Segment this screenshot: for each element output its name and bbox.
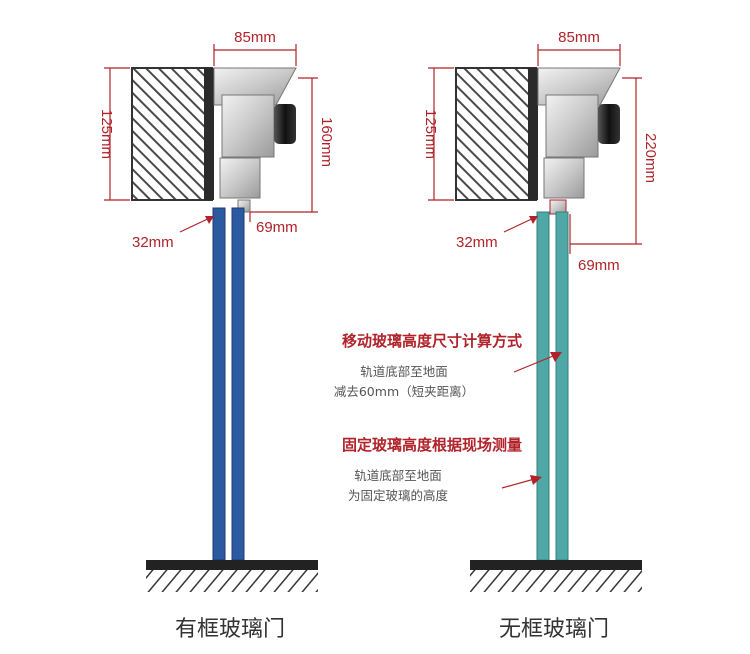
fixed-glass-title: 固定玻璃高度根据现场测量 [342, 436, 522, 454]
right-caption: 无框玻璃门 [499, 617, 609, 642]
right-wall-hatch [455, 67, 537, 201]
fixed-glass-note: 固定玻璃高度根据现场测量 轨道底部至地面 为固定玻璃的高度 [342, 436, 542, 503]
fixed-glass-line2: 为固定玻璃的高度 [348, 488, 449, 503]
moving-glass-note: 移动玻璃高度尺寸计算方式 轨道底部至地面 减去60mm（短夹距离） [334, 332, 562, 399]
left-wall-strip [204, 68, 214, 200]
left-caption: 有框玻璃门 [175, 617, 285, 642]
left-gap-label: 32mm [132, 234, 174, 251]
left-glass-panel-moving [231, 207, 245, 561]
left-wall-height-label: 125mm [98, 109, 115, 159]
left-roller-carriage [221, 94, 275, 158]
left-ground-bar [146, 560, 318, 570]
left-wall-hatch [131, 67, 213, 201]
left-roller-wheel [274, 104, 296, 144]
right-wall-strip [528, 68, 538, 200]
right-ground-hatch [470, 570, 642, 592]
right-width-label: 85mm [558, 29, 600, 46]
left-dimensions: 85mm 125mm 160mm 32mm 69mm [98, 29, 335, 251]
right-glass-clamp [543, 157, 585, 199]
right-glass-panel-moving [555, 211, 569, 561]
left-clip-label: 69mm [256, 219, 298, 236]
left-glass-clamp [219, 157, 261, 199]
right-roller-carriage [545, 94, 599, 158]
right-dimensions: 85mm 125mm 220mm 32mm 69mm [422, 29, 659, 274]
right-door-assembly [455, 67, 642, 592]
left-width-label: 85mm [234, 29, 276, 46]
right-total-height-label: 220mm [642, 133, 659, 183]
right-gap-label: 32mm [456, 234, 498, 251]
moving-glass-title: 移动玻璃高度尺寸计算方式 [342, 332, 522, 350]
right-roller-wheel [598, 104, 620, 144]
left-total-height-label: 160mm [318, 117, 335, 167]
left-door-assembly [131, 67, 318, 592]
right-clip-label: 69mm [578, 257, 620, 274]
moving-glass-line1: 轨道底部至地面 [360, 364, 448, 379]
right-ground-bar [470, 560, 642, 570]
right-glass-panel-fixed [536, 211, 550, 561]
left-glass-panel-fixed [212, 207, 226, 561]
moving-glass-line2: 减去60mm（短夹距离） [334, 384, 474, 399]
right-wall-height-label: 125mm [422, 109, 439, 159]
fixed-glass-line1: 轨道底部至地面 [354, 468, 442, 483]
left-ground-hatch [146, 570, 318, 592]
